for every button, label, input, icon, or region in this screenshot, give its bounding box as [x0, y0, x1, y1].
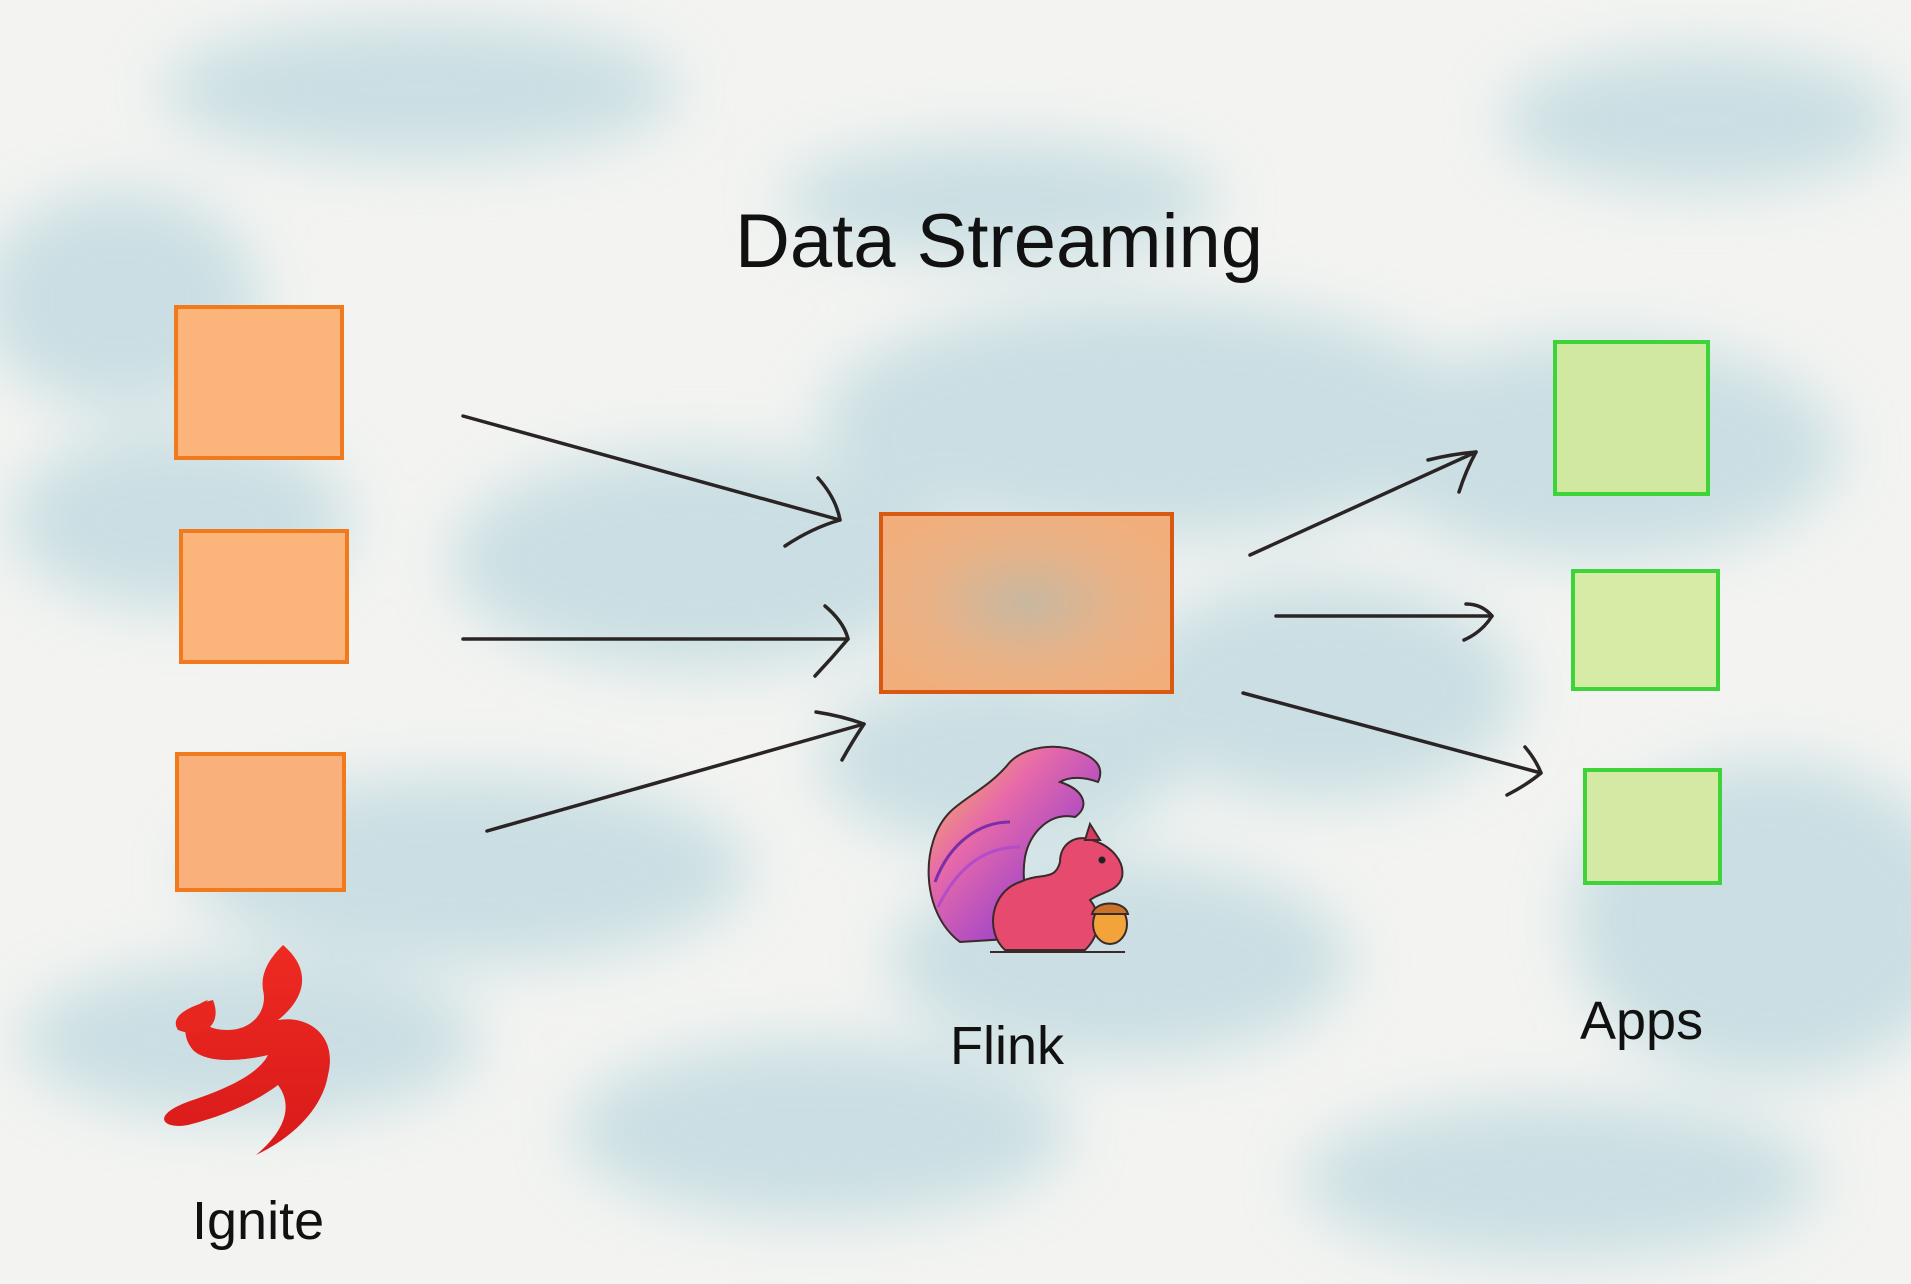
output-arrows	[1241, 450, 1543, 797]
flink-processor-box	[879, 512, 1174, 694]
ignite-label: Ignite	[192, 1191, 325, 1251]
ignite-flame-logo	[164, 945, 330, 1155]
apps-label: Apps	[1580, 991, 1704, 1051]
ignite-box-1	[174, 305, 344, 460]
app-box-1	[1553, 340, 1710, 496]
arrow-flink-to-app-1	[1248, 450, 1478, 557]
arrow-ignite-to-flink-3	[485, 710, 866, 833]
ignite-source-boxes	[174, 305, 349, 892]
arrow-flink-to-app-2	[1274, 602, 1494, 642]
ignite-box-2	[179, 529, 349, 664]
flink-squirrel-logo	[927, 745, 1130, 953]
arrow-flink-to-app-3	[1241, 691, 1543, 797]
flink-label: Flink	[950, 1016, 1065, 1076]
diagram-title: Data Streaming	[735, 199, 1264, 284]
arrow-ignite-to-flink-1	[461, 414, 842, 548]
app-box-2	[1571, 569, 1720, 691]
app-sink-boxes	[1553, 340, 1722, 885]
app-box-3	[1583, 768, 1722, 885]
ignite-box-3	[175, 752, 346, 892]
ingest-arrows	[461, 414, 866, 833]
arrow-ignite-to-flink-2	[461, 604, 850, 678]
